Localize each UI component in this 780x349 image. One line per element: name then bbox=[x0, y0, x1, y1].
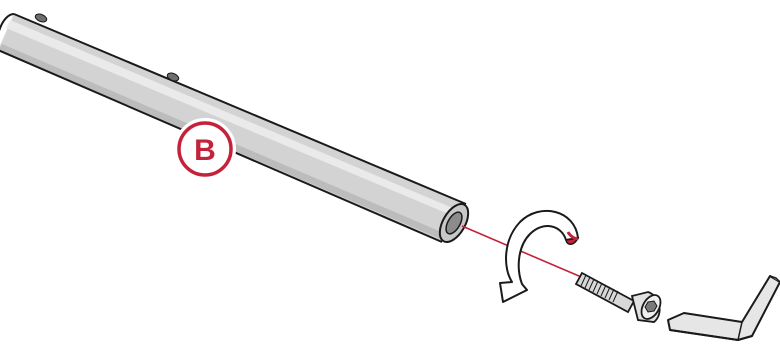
part-label-b: B bbox=[177, 121, 233, 177]
screw-icon bbox=[576, 273, 664, 322]
hex-key-icon bbox=[668, 276, 780, 340]
part-label-text: B bbox=[194, 134, 216, 167]
tube-icon bbox=[0, 13, 474, 247]
rotate-arrow-icon bbox=[500, 211, 578, 302]
